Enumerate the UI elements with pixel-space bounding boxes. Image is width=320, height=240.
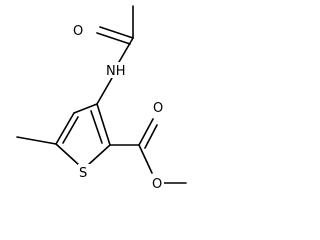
- bond-amide-ring: [96, 77, 113, 105]
- atom-o-acetyl: O: [73, 24, 83, 39]
- chemical-structure: O NH S O O: [16, 5, 187, 192]
- bond-ring-c5-c4: [55, 112, 75, 145]
- bond-acetyl-carbonyl-1: [99, 26, 134, 39]
- atom-bg-o-carbonyl-ester: [151, 100, 165, 116]
- bond-ring-c3-c2: [96, 103, 111, 146]
- bond-ring-c3-c2-inner: [90, 110, 103, 144]
- bond-ring-c4-c3: [73, 103, 98, 114]
- atom-o-ester: O: [152, 177, 162, 192]
- bond-ring-s-c5: [55, 143, 80, 166]
- bond-ester-carbonyl-1: [138, 118, 154, 146]
- bond-ring-c2-s: [87, 144, 111, 166]
- bond-ester-carbonyl-2: [144, 124, 158, 149]
- atom-s: S: [79, 166, 87, 181]
- atom-bg-o-ester: [150, 175, 164, 191]
- bond-acetyl-carbonyl-2: [96, 32, 131, 45]
- bond-ring-c5-c4-inner: [62, 116, 79, 144]
- bond-acetyl-amide: [118, 37, 134, 63]
- atom-nh: NH: [106, 64, 126, 79]
- atom-bg-o-acetyl: [71, 22, 85, 38]
- atom-bg-nh: [104, 62, 130, 78]
- bond-ring-methyl: [16, 136, 57, 145]
- atom-o-carbonyl-ester: O: [153, 101, 163, 116]
- bond-ester-single-o: [138, 144, 153, 174]
- atom-bg-s: [78, 164, 90, 180]
